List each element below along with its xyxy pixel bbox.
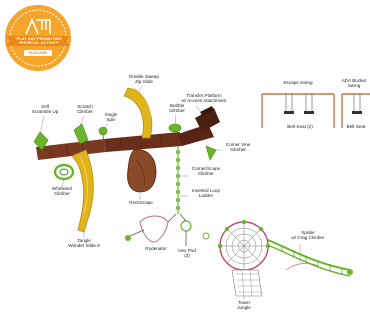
tower-jungle (218, 220, 270, 296)
label-tangle-slide: Tangle Wonder Slide 8 (60, 238, 108, 249)
label-whirlwind: Whirlwind Climber (44, 186, 80, 197)
label-transfer-platform: Transfer Platform w/ Access Attachment (178, 93, 230, 104)
label-scratch-climber: Scratch Climber (70, 104, 100, 115)
rodenator (125, 214, 176, 242)
label-corner-vine: Corner Vine Climber (220, 142, 256, 153)
label-inverted-loop: Inverted Loop Ladder (186, 188, 226, 199)
label-belt-seat-b: Belt Seat (342, 124, 370, 129)
label-ada-swing: ADA Bucket Swing (338, 78, 370, 89)
deck-beams (36, 124, 214, 160)
label-spider-climber: Spider w/ Crag Climber (286, 230, 330, 241)
label-corner-scape: Corner/Scape Climber (186, 166, 226, 177)
rockscape-climber (128, 150, 157, 192)
corner-vine-climber (206, 146, 216, 160)
double-zip-slide (124, 88, 152, 138)
label-rockscape: RockScape (124, 200, 158, 205)
label-escape-swing: Escape Swing (278, 80, 318, 85)
label-double-zip: Double Sweep Zip Slide (124, 74, 164, 85)
spider-crag-climber (268, 240, 353, 276)
label-hex-pod: Hex Pod (2) (176, 248, 198, 259)
label-rodenator: Rodenator (140, 246, 172, 251)
label-bubble-climber: Bubble Climber (164, 103, 190, 114)
single-spin (99, 127, 107, 135)
label-tower-jungle: Tower Jungle (228, 300, 260, 311)
hex-pod (180, 214, 209, 246)
whirlwind-climber (55, 165, 73, 179)
inverted-loop-ladder (176, 146, 179, 214)
scratch-climber (74, 124, 88, 144)
label-single-spin: Single Spin (100, 112, 122, 123)
escape-swing (262, 94, 334, 128)
ada-bucket-swing (342, 94, 370, 128)
bubble-climber (169, 124, 181, 132)
label-self-scramble: Self Scramble Up (28, 104, 62, 115)
label-belt-seat-a: Belt Seat (2) (280, 124, 320, 129)
